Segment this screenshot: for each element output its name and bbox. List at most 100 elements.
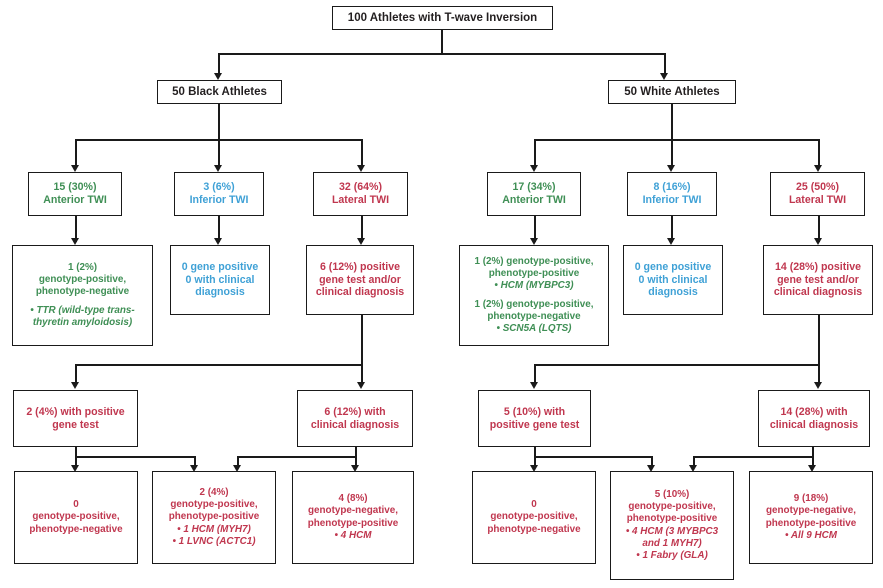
outcome-black-clin-line3: phenotype-positive — [307, 517, 399, 529]
connector-black-lateral-result-stem — [361, 315, 363, 365]
split-black-gene-line1: 2 (4%) with positive — [26, 405, 125, 418]
arrow-white-clin-split — [814, 382, 822, 389]
node-result-white-lateral: 14 (28%) positive gene test and/or clini… — [763, 245, 873, 315]
connector-black-gene-stem — [75, 447, 77, 457]
split-black-clinical-line2: clinical diagnosis — [310, 418, 400, 431]
outcome-white-clin-line1: 9 (18%) — [793, 493, 829, 505]
result-white-anterior-b1: 1 (2%) genotype-positive, — [474, 298, 594, 310]
connector-root-right-drop — [664, 53, 666, 75]
twi-black-inferior-count: 3 (6%) — [203, 181, 235, 194]
result-white-anterior-b2: phenotype-negative — [487, 310, 581, 322]
outcome-white-clin-line2: genotype-negative, — [766, 505, 856, 517]
twi-black-anterior-type: Anterior TWI — [43, 194, 107, 206]
connector-black-clin-right-drop — [355, 456, 357, 468]
outcome-white-clin-line3: phenotype-positive — [765, 517, 857, 529]
node-root-label: 100 Athletes with T-wave Inversion — [347, 11, 538, 24]
result-black-inferior-line3: diagnosis — [195, 286, 245, 299]
connector-black-clin-stem — [355, 447, 357, 457]
result-black-inferior-line2: 0 with clinical — [185, 273, 255, 286]
connector-black-clin-left-drop — [237, 456, 239, 468]
node-twi-white-inferior: 8 (16%) Inferior TWI — [627, 172, 717, 216]
connector-black-split-row — [75, 364, 363, 366]
result-black-anterior-line3: phenotype-negative — [35, 286, 130, 298]
connector-black-drop-1 — [75, 139, 77, 167]
arrow-white-anterior-result — [530, 238, 538, 245]
arrow-black-anterior — [71, 165, 79, 172]
result-black-lateral-line3: clinical diagnosis — [315, 286, 405, 299]
arrow-white-lateral — [814, 165, 822, 172]
node-cohort-white: 50 White Athletes — [608, 80, 736, 104]
node-cohort-black: 50 Black Athletes — [157, 80, 282, 104]
connector-black-geneneg-drop — [75, 456, 77, 468]
arrow-black-lateral-result — [357, 238, 365, 245]
result-black-lateral-line2: gene test and/or — [319, 273, 401, 286]
arrow-white-clin-outcome — [808, 465, 816, 472]
node-split-black-gene: 2 (4%) with positive gene test — [13, 390, 138, 447]
node-twi-black-anterior: 15 (30%) Anterior TWI — [28, 172, 122, 216]
arrow-black-gene-positive — [190, 465, 198, 472]
node-twi-black-lateral: 32 (64%) Lateral TWI — [313, 172, 408, 216]
result-white-anterior-a1: 1 (2%) genotype-positive, — [474, 256, 594, 268]
split-black-gene-line2: gene test — [52, 418, 99, 431]
node-twi-white-anterior: 17 (34%) Anterior TWI — [487, 172, 581, 216]
node-split-white-gene: 5 (10%) with positive gene test — [478, 390, 591, 447]
node-result-black-inferior: 0 gene positive 0 with clinical diagnosi… — [170, 245, 270, 315]
connector-white-inferior-stem — [671, 216, 673, 242]
outcome-white-genepos-line6: • 1 Fabry (GLA) — [636, 549, 708, 561]
outcome-white-geneneg-line1: 0 — [531, 499, 537, 511]
outcome-white-genepos-line1: 5 (10%) — [654, 489, 690, 501]
result-black-anterior-line2: genotype-positive, — [38, 274, 127, 286]
connector-black-stem — [218, 104, 220, 140]
connector-white-split-row — [534, 364, 820, 366]
arrow-black-gene-split — [71, 382, 79, 389]
outcome-black-clin-line2: genotype-negative, — [308, 505, 398, 517]
result-white-inferior-line2: 0 with clinical — [638, 273, 708, 286]
twi-black-inferior-type: Inferior TWI — [189, 194, 249, 206]
connector-root-stem — [441, 30, 443, 54]
node-cohort-white-label: 50 White Athletes — [624, 85, 720, 98]
connector-white-drop-3 — [818, 139, 820, 167]
outcome-white-genepos-line2: genotype-positive, — [628, 501, 716, 513]
node-result-white-anterior: 1 (2%) genotype-positive, phenotype-posi… — [459, 245, 609, 346]
arrow-black-clin-to-genepos — [233, 465, 241, 472]
result-white-anterior-b3: • SCN5A (LQTS) — [496, 322, 572, 334]
result-black-anterior-line1: 1 (2%) — [67, 262, 98, 274]
arrow-black-inferior-result — [214, 238, 222, 245]
arrow-black-inferior — [214, 165, 222, 172]
arrow-white-gene-positive — [647, 465, 655, 472]
node-outcome-black-gene-negative: 0 genotype-positive, phenotype-negative — [14, 471, 138, 564]
result-white-lateral-line2: gene test and/or — [777, 273, 859, 286]
arrow-to-white-cohort — [660, 73, 668, 80]
connector-white-genepos-drop — [651, 456, 653, 468]
result-white-lateral-line3: clinical diagnosis — [773, 286, 863, 299]
node-result-black-anterior: 1 (2%) genotype-positive, phenotype-nega… — [12, 245, 153, 346]
connector-black-lateral-stem — [361, 216, 363, 242]
node-split-white-clinical: 14 (28%) with clinical diagnosis — [758, 390, 870, 447]
twi-black-lateral-count: 32 (64%) — [339, 181, 382, 194]
outcome-black-genepos-line1: 2 (4%) — [199, 487, 229, 499]
connector-black-anterior-stem — [75, 216, 77, 242]
connector-white-stem — [671, 104, 673, 140]
outcome-black-geneneg-line2: genotype-positive, — [32, 511, 120, 523]
split-white-gene-line2: positive gene test — [489, 418, 580, 431]
twi-black-anterior-count: 15 (30%) — [53, 181, 97, 194]
twi-white-lateral-count: 25 (50%) — [796, 181, 839, 194]
node-result-white-inferior: 0 gene positive 0 with clinical diagnosi… — [623, 245, 723, 315]
arrow-black-gene-negative — [71, 465, 79, 472]
twi-white-anterior-count: 17 (34%) — [512, 181, 556, 194]
result-white-lateral-line1: 14 (28%) positive — [775, 260, 861, 273]
connector-black-clin-fan — [237, 456, 356, 458]
connector-white-clin-stem — [812, 447, 814, 457]
outcome-black-genepos-line5: • 1 LVNC (ACTC1) — [172, 535, 256, 547]
result-black-anterior-line4: • TTR (wild-type trans- — [30, 304, 135, 316]
connector-black-gene-fan — [75, 456, 195, 458]
outcome-black-geneneg-line3: phenotype-negative — [29, 523, 123, 535]
connector-white-drop-1 — [534, 139, 536, 167]
arrow-white-anterior — [530, 165, 538, 172]
connector-black-clin-drop — [361, 364, 363, 384]
connector-white-lateral-result-stem — [818, 315, 820, 365]
arrow-white-lateral-result — [814, 238, 822, 245]
connector-black-inferior-stem — [218, 216, 220, 242]
arrow-white-inferior-result — [667, 238, 675, 245]
arrow-white-clin-to-genepos — [689, 465, 697, 472]
